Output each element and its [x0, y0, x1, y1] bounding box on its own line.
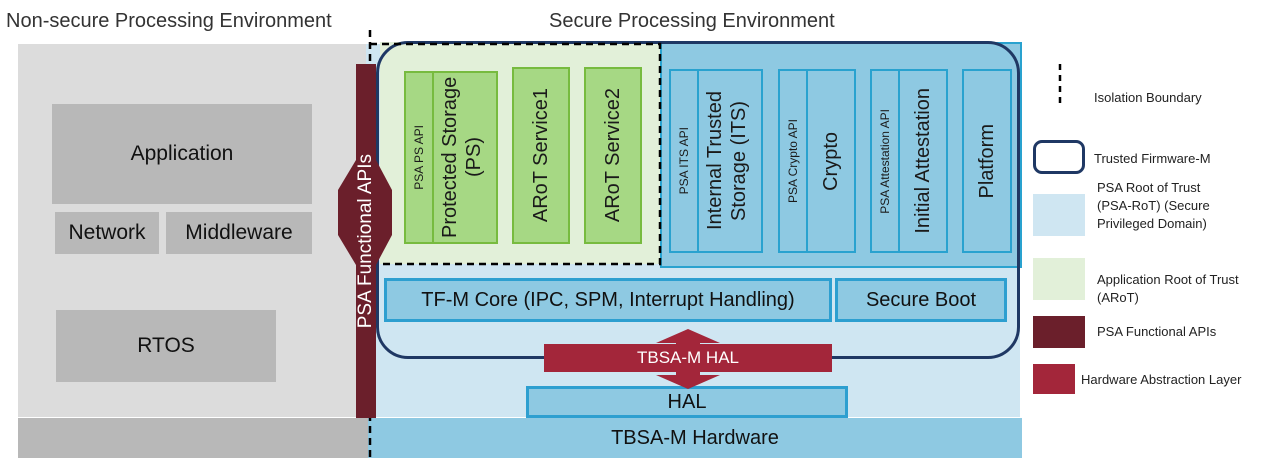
legend-psa-apis-text: PSA Functional APIs	[1097, 324, 1217, 339]
network-box: Network	[55, 212, 159, 254]
legend-tfm-swatch	[1033, 140, 1085, 174]
crypto-box: Crypto	[806, 69, 856, 253]
arot-service2-box: ARoT Service2	[584, 67, 642, 244]
application-box: Application	[52, 104, 312, 204]
legend-psa-rot-text: PSA Root of Trust (PSA-RoT) (Secure Priv…	[1097, 180, 1210, 231]
nonsecure-hardware-bar	[18, 418, 368, 458]
legend-arot-text: Application Root of Trust (ARoT)	[1097, 272, 1239, 305]
platform-box: Platform	[962, 69, 1012, 253]
nonsecure-header: Non-secure Processing Environment	[6, 10, 332, 32]
psa-functional-apis-label-wrap: PSA Functional APIs	[350, 64, 382, 418]
legend-hal-swatch	[1033, 364, 1075, 394]
psa-functional-apis-arrow-left-head	[338, 160, 356, 265]
tbsa-m-hardware: TBSA-M Hardware	[368, 418, 1022, 458]
secure-header: Secure Processing Environment	[549, 10, 835, 32]
psa-functional-apis-label: PSA Functional APIs	[355, 153, 376, 329]
tbsa-m-hal-label: TBSA-M HAL	[636, 348, 740, 367]
tfm-core-box: TF-M Core (IPC, SPM, Interrupt Handling)	[384, 278, 832, 322]
tbsa-m-hal-bar	[544, 344, 832, 372]
initial-attestation-box: Initial Attestation	[898, 69, 948, 253]
legend-psa-apis-swatch	[1033, 316, 1085, 348]
rtos-box: RTOS	[56, 310, 276, 382]
psa-functional-apis-arrow-right-head	[376, 160, 392, 265]
legend-hal-text: Hardware Abstraction Layer	[1081, 372, 1242, 387]
arot-service1-box: ARoT Service1	[512, 67, 570, 244]
isolation-boundary-arot	[370, 42, 662, 266]
legend-arot-swatch	[1033, 258, 1085, 300]
legend-tfm-text: Trusted Firmware-M	[1094, 151, 1211, 166]
legend-psa-rot-swatch	[1033, 194, 1085, 236]
middleware-box: Middleware	[166, 212, 312, 254]
legend-isolation-text: Isolation Boundary	[1094, 90, 1202, 105]
protected-storage-box: Protected Storage (PS)	[432, 71, 498, 244]
psa-functional-apis-arrow	[338, 64, 392, 418]
its-box: Internal Trusted Storage (ITS)	[697, 69, 763, 253]
secure-boot-box: Secure Boot	[835, 278, 1007, 322]
